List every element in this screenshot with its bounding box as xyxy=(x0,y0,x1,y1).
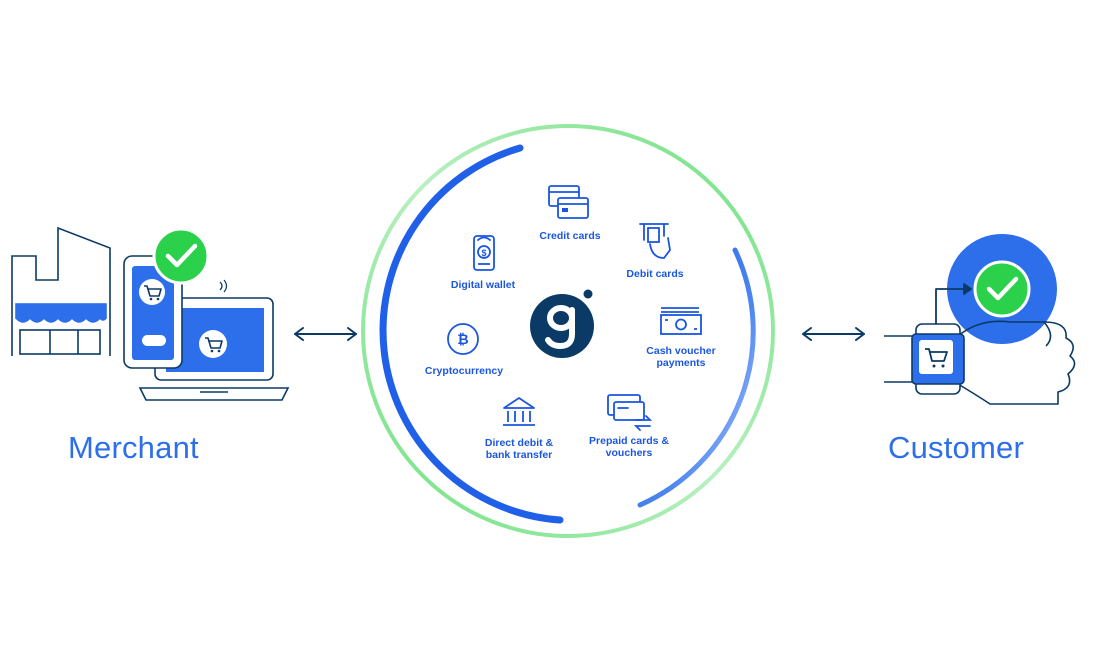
bitcoin-icon: ₿ xyxy=(447,323,479,355)
cash-voucher-icon xyxy=(660,307,702,335)
credit-cards-label: Credit cards xyxy=(539,230,601,242)
phone-icon xyxy=(123,255,183,369)
hub-customer-arrow xyxy=(802,327,865,341)
nfc-icon xyxy=(219,279,228,293)
blue-arc-right xyxy=(637,247,756,508)
debit-cards-icon xyxy=(639,223,671,259)
bank-icon xyxy=(503,397,535,426)
svg-text:$: $ xyxy=(481,248,486,258)
svg-text:₿: ₿ xyxy=(457,331,468,347)
smartwatch-cart-icon xyxy=(911,323,965,395)
cash-voucher-label: Cash voucher payments xyxy=(646,345,716,369)
debit-cards-label: Debit cards xyxy=(626,268,684,280)
prepaid-cards-label: Prepaid cards & vouchers xyxy=(589,435,669,459)
g-logo-icon xyxy=(530,287,595,358)
cryptocurrency-label: Cryptocurrency xyxy=(424,365,504,377)
prepaid-cards-icon xyxy=(607,394,653,431)
pointer-arrow xyxy=(935,283,972,332)
merchant-hub-arrow xyxy=(294,327,357,341)
merchant-check-circle-icon xyxy=(152,227,210,285)
customer-label: Customer xyxy=(888,430,1024,465)
blue-arc-left xyxy=(379,144,564,524)
storefront-icon xyxy=(11,226,111,356)
customer-check-circle-icon xyxy=(973,260,1031,318)
merchant-label: Merchant xyxy=(68,430,199,465)
direct-debit-label: Direct debit & bank transfer xyxy=(484,437,554,461)
digital-wallet-icon: $ xyxy=(473,235,495,271)
digital-wallet-label: Digital wallet xyxy=(450,279,516,291)
credit-cards-icon xyxy=(548,185,589,219)
